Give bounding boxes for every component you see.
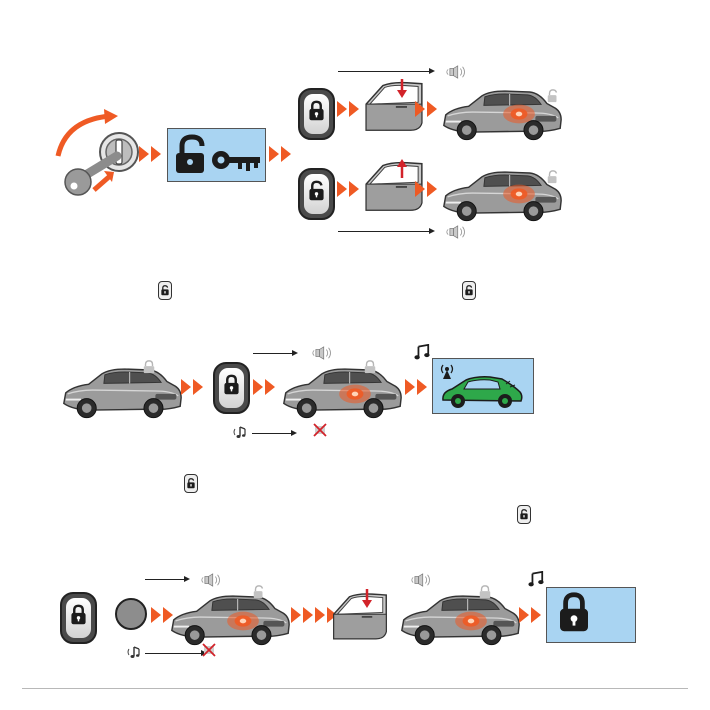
key-fob-unlock-inline-icon [462,281,476,300]
double-chevron-icon [414,180,440,198]
double-chevron-icon [268,145,294,163]
music-note-icon [414,344,430,360]
lock-state-icon [252,585,266,599]
key-fob-lock-inline-icon [517,505,531,524]
hazard-flash-icon [500,180,538,208]
arrow-line [252,433,292,434]
lock-state-icon [546,170,560,184]
siren-icon [200,573,222,587]
double-chevron-icon [336,100,362,118]
double-chevron-icon [518,606,544,624]
lock-state-icon [363,360,377,374]
panel-silent-arm-with-trunk-sequence [0,565,710,675]
key-fob-lock-icon [223,374,240,396]
music-note-icon [528,571,544,587]
arrow-line [253,353,293,354]
panel-ignition-to-lock-mode [0,0,710,260]
arrow-line [338,71,430,72]
hazard-flash-icon [500,100,538,128]
hazard-flash-icon [336,380,374,408]
round-button-icon[interactable] [115,598,147,630]
arrow-down-red-icon [362,589,372,609]
panel-remote-arming-sequence [0,340,710,450]
key-fob-unlock-button[interactable] [298,168,335,220]
padlock-key-icon [174,134,262,176]
arrow-line [145,653,202,654]
key-fob-lock-icon [70,604,87,626]
chirp-icon [232,425,250,439]
green-car-icon [440,374,524,410]
key-fob-lock-button[interactable] [298,88,335,140]
car-icon [60,360,184,422]
double-chevron-icon [336,180,362,198]
bottom-rule [22,688,688,689]
ignition-key-icon [56,110,148,200]
arrow-up-red-icon [397,159,407,179]
lock-state-icon [478,585,492,599]
arrow-line [145,579,185,580]
double-chevron-icon [180,378,206,396]
arrow-down-red-icon [397,79,407,99]
no-sound-icon [313,423,327,437]
double-chevron-icon [138,145,164,163]
door-lock-icon [332,591,388,641]
lock-state-icon [546,89,560,103]
siren-icon [445,65,467,79]
padlock-closed-icon [557,592,591,634]
double-chevron-icon [414,100,440,118]
key-fob-lock-inline-icon [184,474,198,493]
key-fob-lock-inline-icon [158,281,172,300]
key-fob-lock-icon [308,100,325,122]
key-fob-unlock-icon [308,180,325,202]
lock-state-icon [142,360,156,374]
key-fob-lock-button[interactable] [213,362,250,414]
hazard-flash-icon [224,607,262,635]
siren-icon [410,573,432,587]
siren-icon [311,346,333,360]
no-sound-icon [202,643,216,657]
hazard-flash-icon [452,607,490,635]
chirp-icon [126,645,144,659]
key-fob-lock-button[interactable] [60,592,97,644]
double-chevron-icon [252,378,278,396]
arrow-line [338,231,430,232]
double-chevron-icon [404,378,430,396]
siren-icon [445,225,467,239]
